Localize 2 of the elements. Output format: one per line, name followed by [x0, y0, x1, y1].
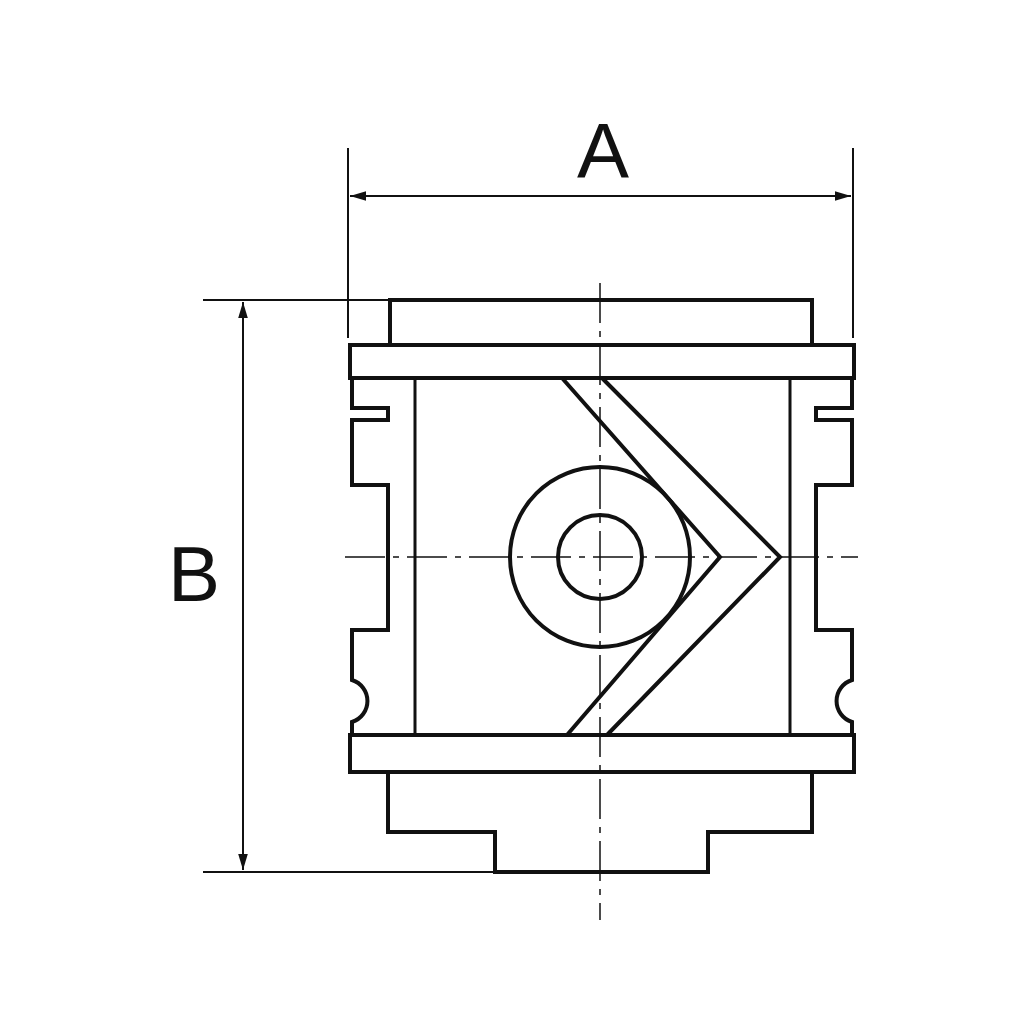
dimension-label: A [577, 112, 630, 190]
dimension-label: B [168, 535, 221, 613]
